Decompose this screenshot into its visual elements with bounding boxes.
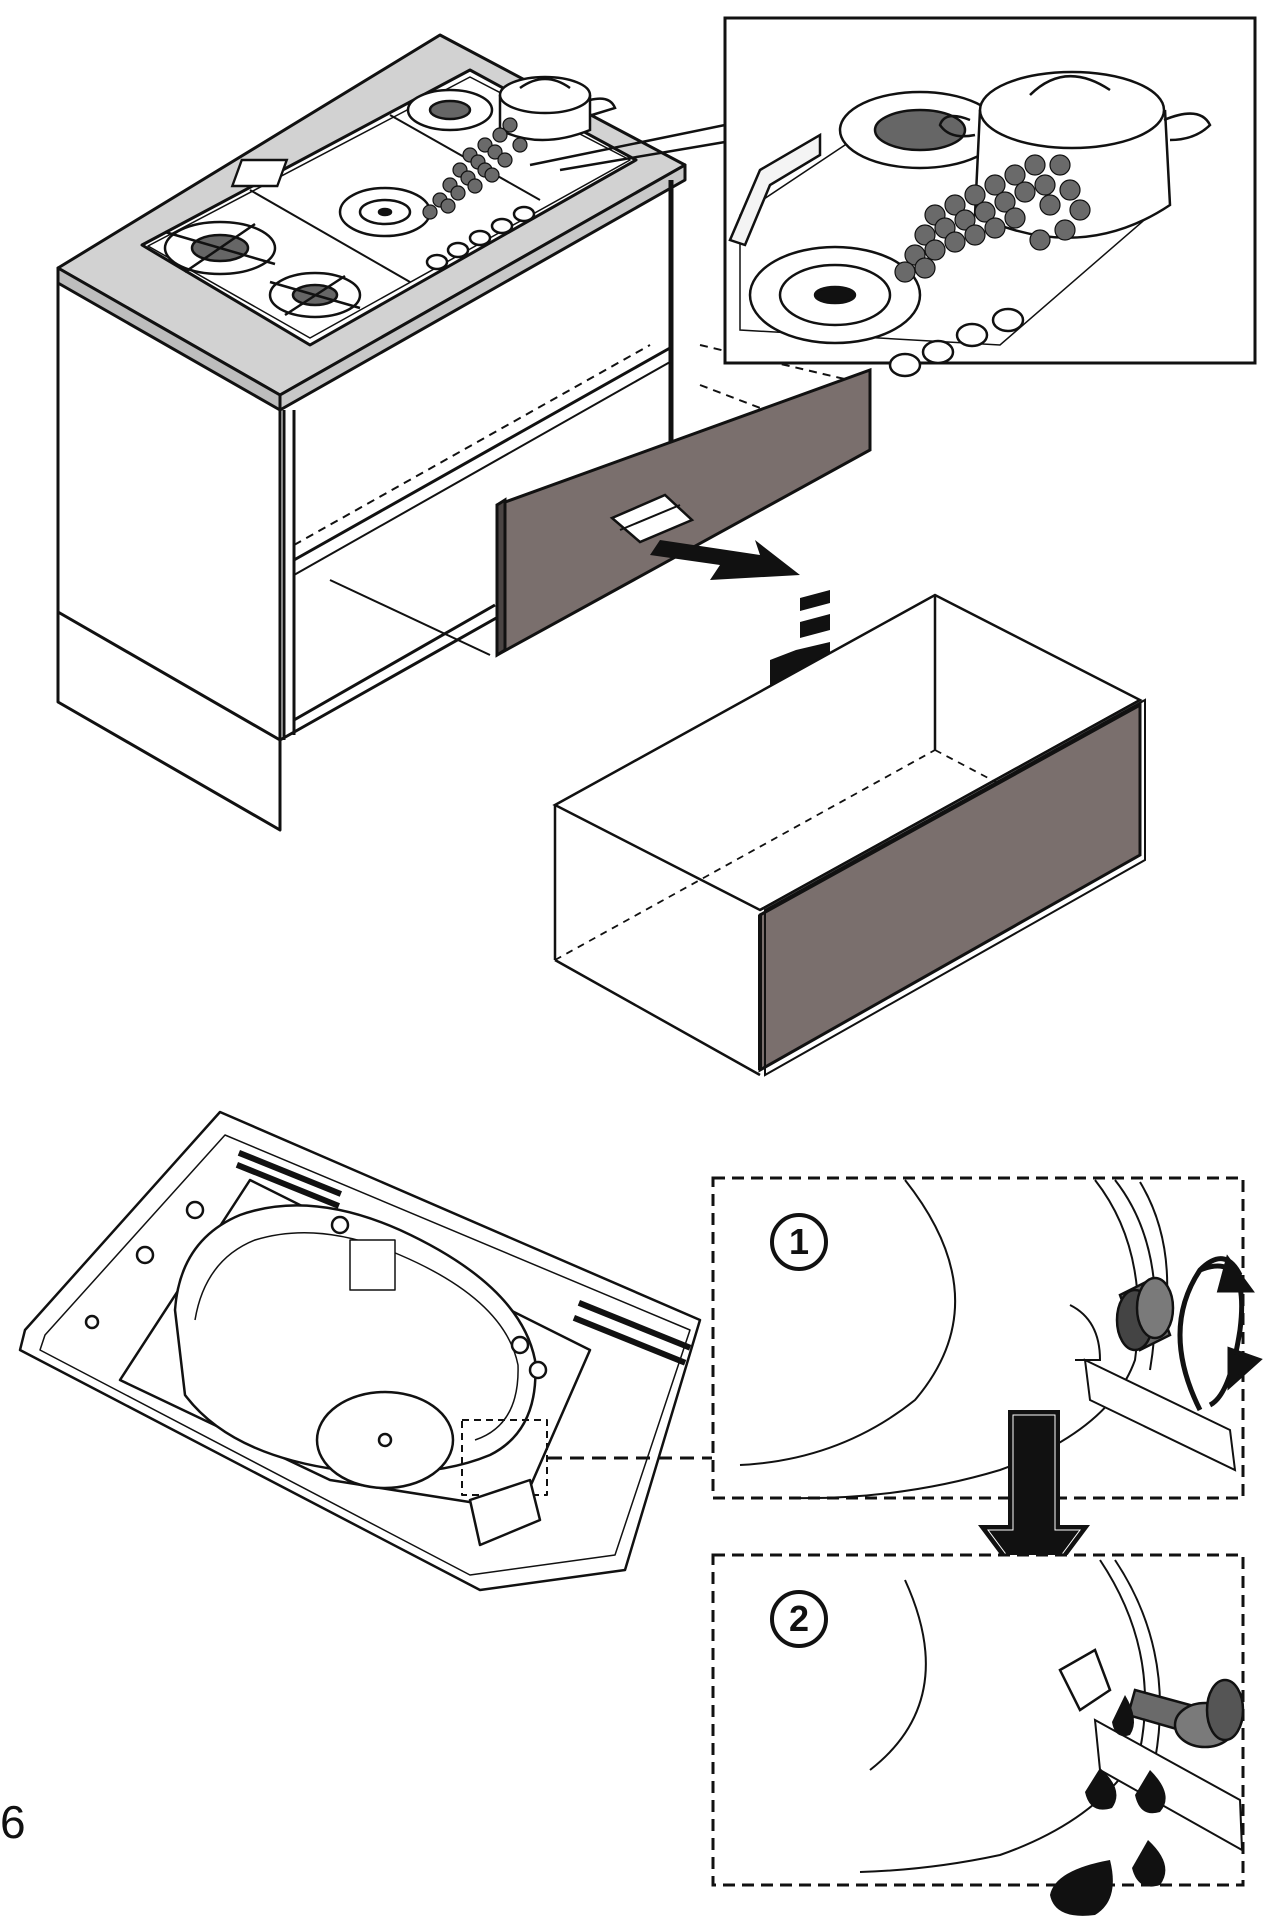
burner-center	[338, 186, 432, 238]
drain-bowl	[173, 1204, 537, 1475]
drop-icon	[1050, 1695, 1166, 1916]
step-2-number: 2	[788, 1598, 810, 1639]
burner-left-back	[163, 220, 277, 276]
bowl-clips	[84, 1200, 548, 1380]
vent-slots	[235, 1149, 692, 1366]
drain-tap-knob	[1115, 1276, 1175, 1352]
arrow-down-right-icon	[650, 540, 800, 580]
drawer-underside	[18, 1110, 702, 1592]
rotate-icon	[1177, 1254, 1263, 1412]
loosened-tap	[1058, 1648, 1245, 1749]
control-knobs	[425, 205, 536, 271]
burner-right-back	[406, 88, 494, 132]
vent-grille	[230, 158, 289, 188]
drawer-front-in-cabinet	[495, 367, 872, 658]
step-1-number: 1	[788, 1221, 810, 1262]
pot-small	[498, 75, 617, 142]
burners	[163, 88, 536, 319]
removed-drawer	[552, 593, 1146, 1077]
step-1-badge: 1	[770, 1213, 828, 1271]
spill-debris-small	[422, 117, 528, 220]
drawer-handle-cutout	[609, 493, 695, 544]
page-number: 6	[0, 1796, 26, 1848]
step-2-badge: 2	[770, 1590, 828, 1648]
spill-debris-inset	[894, 154, 1091, 283]
drain-tap-highlight	[461, 1419, 548, 1496]
hob-detail-inset	[529, 16, 1257, 378]
burner-left-front	[268, 271, 362, 319]
